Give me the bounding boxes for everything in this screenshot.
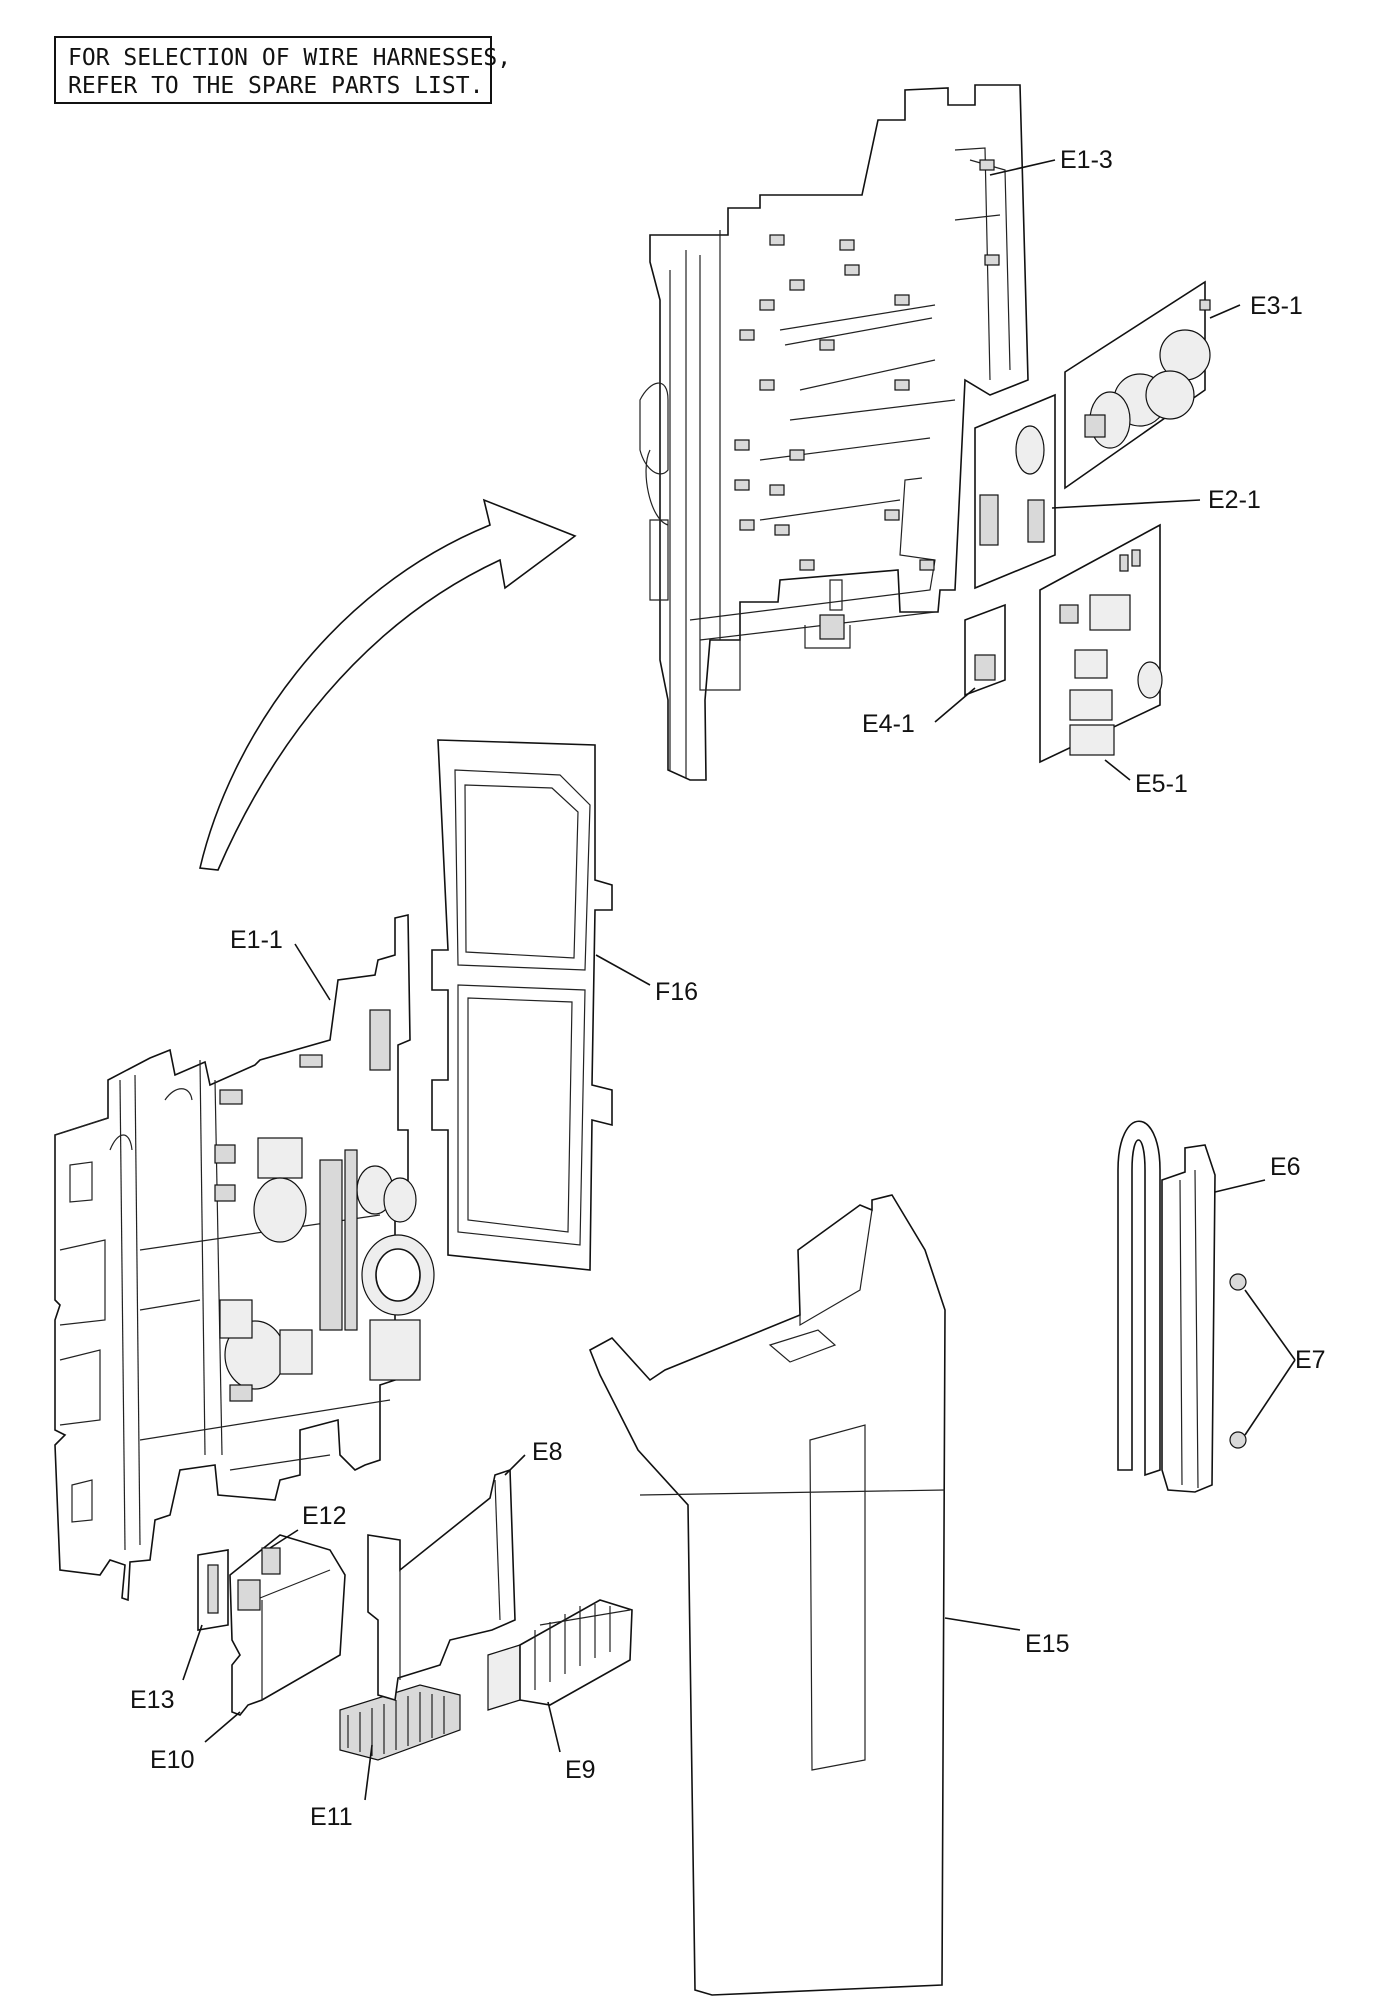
e9-heat-sink xyxy=(487,1599,633,1711)
e11-terminal-block xyxy=(339,1684,461,1761)
note-line-2: REFER TO THE SPARE PARTS LIST. xyxy=(68,73,484,99)
e5-1-board xyxy=(1039,523,1163,764)
label-e12: E12 xyxy=(302,1502,346,1530)
e6-side-rail xyxy=(1117,1120,1247,1493)
label-e1-1: E1-1 xyxy=(230,926,283,954)
assembly-direction-arrow xyxy=(199,498,577,871)
upper-chassis-assembly xyxy=(639,84,1029,781)
label-e5-1: E5-1 xyxy=(1135,770,1188,798)
label-e7: E7 xyxy=(1295,1346,1326,1374)
label-e9: E9 xyxy=(565,1756,596,1784)
e2-1-board xyxy=(974,393,1056,590)
label-f16: F16 xyxy=(655,978,698,1006)
note-line-1: FOR SELECTION OF WIRE HARNESSES, xyxy=(68,45,512,71)
f16-gasket-frame xyxy=(431,739,613,1271)
e3-1-board xyxy=(1064,280,1211,490)
e4-1-board xyxy=(964,603,1006,697)
label-e15: E15 xyxy=(1025,1630,1069,1658)
label-e8: E8 xyxy=(532,1438,563,1466)
e1-1-chassis-assembly xyxy=(54,913,435,1602)
label-e10: E10 xyxy=(150,1746,194,1774)
e10-e12-e13-bracket xyxy=(197,1534,346,1716)
label-e13: E13 xyxy=(130,1686,174,1714)
e8-bracket xyxy=(367,1468,516,1702)
label-e2-1: E2-1 xyxy=(1208,486,1261,514)
label-e4-1: E4-1 xyxy=(862,710,915,738)
label-e1-3: E1-3 xyxy=(1060,146,1113,174)
e15-front-cover xyxy=(588,1194,946,1996)
label-e11: E11 xyxy=(310,1803,353,1831)
leader-lines xyxy=(182,159,1296,1801)
label-e3-1: E3-1 xyxy=(1250,292,1303,320)
harness-note-box: FOR SELECTION OF WIRE HARNESSES, REFER T… xyxy=(54,36,512,104)
label-e6: E6 xyxy=(1270,1153,1301,1181)
